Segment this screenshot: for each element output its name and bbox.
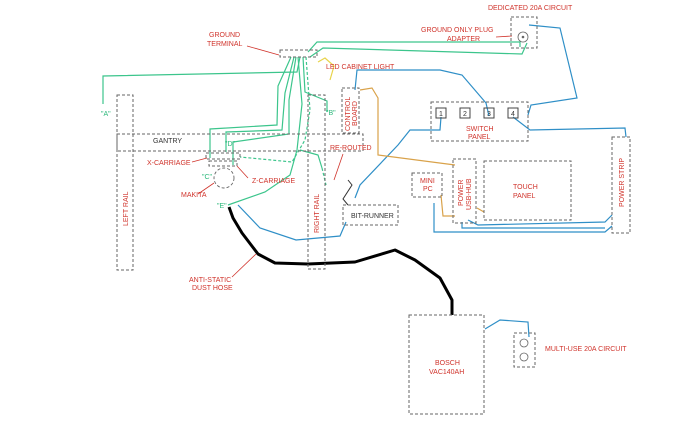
x-carriage-label: X-CARRIAGE [147, 160, 191, 167]
ground-wire-e [227, 56, 303, 206]
switch-2-label: 2 [463, 111, 467, 118]
power-wire-vac [484, 319, 530, 338]
ground-wire-d [225, 56, 295, 152]
dust-hose-label-line2: DUST HOSE [192, 285, 233, 292]
mini-pc-label-line2: PC [423, 186, 433, 193]
dust-hose-label-line1: ANTI-STATIC [189, 277, 231, 284]
power-wire-hub [461, 222, 605, 229]
gantry-label: GANTRY [153, 138, 182, 145]
arrow-dust-hose [231, 253, 257, 278]
ground-wire-bit-runner [299, 149, 323, 169]
ground-wire-bit-runner-2 [321, 167, 327, 186]
ground-only-plug-adapter [510, 16, 538, 49]
switch-1 [435, 107, 447, 119]
ground-wire-rerouted [239, 56, 311, 163]
ground-wire-to-plug-2 [309, 42, 528, 58]
arrow-rerouted [333, 153, 344, 181]
arrow-z-carriage [236, 165, 249, 179]
ground-plug-label-line2: ADAPTER [447, 36, 480, 43]
switch-3-label: 3 [487, 111, 491, 118]
control-board-label-line2: BOARD [352, 101, 359, 126]
control-board-label-line1: CONTROL [345, 97, 352, 131]
mini-pc [411, 172, 443, 198]
usb-hub-label-line1: POWER [458, 180, 465, 206]
switch-4 [507, 107, 519, 119]
right-rail [307, 94, 326, 270]
usb-wire-touch [476, 207, 485, 213]
x-carriage [205, 152, 241, 160]
ground-wire-b [302, 56, 328, 112]
control-board [341, 87, 360, 134]
power-usb-hub [452, 158, 477, 224]
switch-panel-label-line1: SWITCH [466, 126, 494, 133]
bit-runner [342, 204, 399, 226]
arrow-ground-terminal [246, 45, 280, 56]
gantry [116, 133, 364, 152]
ground-plug-label-line1: GROUND ONLY PLUG [421, 27, 493, 34]
outlet-socket-top-icon [519, 338, 529, 348]
arrow-x-carriage [191, 157, 208, 163]
plug-socket-dot [521, 35, 525, 39]
power-wire-pc [433, 203, 613, 233]
led-light-label: LED CABINET LIGHT [326, 64, 395, 71]
power-wire-switch4 [512, 116, 627, 138]
power-strip-label: POWER STRIP [619, 158, 626, 207]
bosch-label-line2: VAC140AH [429, 369, 464, 376]
x-carriage-inner [208, 160, 238, 167]
touch-panel-label-line1: TOUCH [513, 184, 538, 191]
left-rail [116, 94, 134, 271]
switch-3 [483, 107, 495, 119]
power-wire-switch1 [354, 116, 442, 199]
mini-pc-label-line1: MINI [420, 178, 435, 185]
switch-1-label: 1 [439, 111, 443, 118]
bosch-vac [408, 314, 485, 415]
makita-label: MAKITA [181, 192, 207, 199]
ground-terminal [279, 49, 318, 58]
ground-terminal-label-line2: TERMINAL [207, 41, 243, 48]
bosch-label-line1: BOSCH [435, 360, 460, 367]
rerouted-leader [342, 179, 353, 206]
switch-panel [430, 101, 529, 142]
re-routed-label: RE-ROUTED [330, 145, 372, 152]
power-wire-dedicated [527, 24, 578, 116]
outlet-socket-bottom-icon [519, 352, 529, 362]
dust-hose [227, 206, 454, 315]
switch-panel-label-line2: PANEL [468, 134, 491, 141]
switch-2 [459, 107, 471, 119]
plug-socket-icon [517, 31, 529, 43]
ground-wire-c [209, 56, 292, 158]
multi-circuit-label: MULTI-USE 20A CIRCUIT [545, 346, 627, 353]
power-wire-switch3 [354, 69, 490, 117]
usb-wire-pc [440, 194, 455, 217]
power-wire-router [237, 204, 347, 241]
touch-panel-label-line2: PANEL [513, 193, 536, 200]
ground-terminal-label-line1: GROUND [209, 32, 240, 39]
usb-wire-control [359, 87, 456, 166]
right-rail-label: RIGHT RAIL [314, 194, 321, 233]
point-d-label: "D" [225, 141, 236, 148]
usb-hub-label-line2: USB-HUB [466, 178, 473, 210]
multi-use-outlet [513, 332, 536, 368]
makita-router [213, 167, 235, 189]
ground-wire-to-plug [307, 41, 521, 53]
arrow-makita [197, 182, 215, 195]
point-b-label: "B" [326, 110, 336, 117]
point-a-label: "A" [101, 111, 111, 118]
arrow-ground-plug [495, 35, 513, 38]
left-rail-label: LEFT RAIL [123, 191, 130, 226]
point-c-label: "C" [202, 174, 213, 181]
touch-panel [483, 160, 572, 221]
power-strip [611, 136, 631, 234]
z-carriage-label: Z-CARRIAGE [252, 178, 296, 185]
bit-runner-label: BIT-RUNNER [351, 213, 394, 220]
switch-4-label: 4 [511, 111, 515, 118]
point-e-label: "E" [217, 203, 227, 210]
led-wire [317, 57, 335, 81]
dedicated-circuit-label: DEDICATED 20A CIRCUIT [488, 5, 573, 12]
